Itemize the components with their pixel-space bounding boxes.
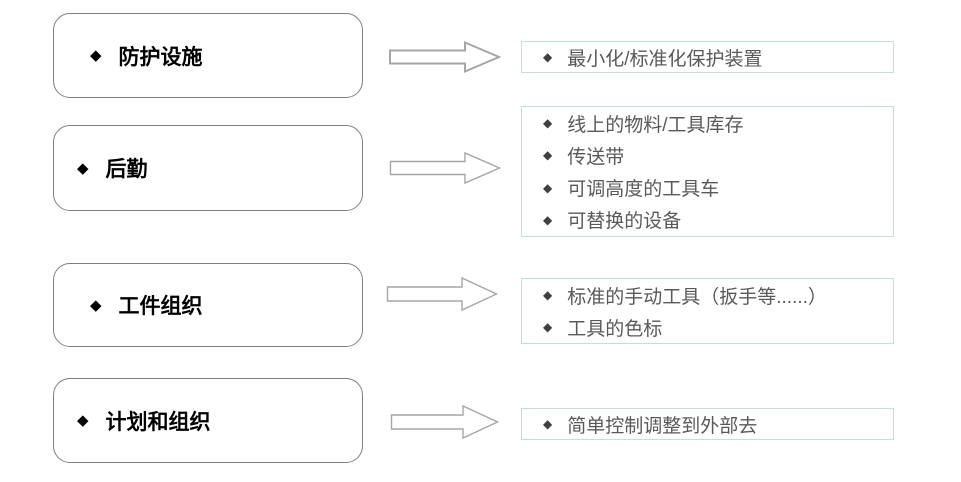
detail-item: ◆ 简单控制调整到外部去 (522, 409, 893, 439)
diamond-bullet-icon: ◆ (543, 288, 553, 302)
detail-item-text: 工具的色标 (567, 318, 663, 340)
detail-box-protection: ◆ 最小化/标准化保护装置 (521, 41, 894, 73)
diamond-bullet-icon: ◆ (543, 320, 553, 334)
detail-item-text: 标准的手动工具（扳手等......） (567, 286, 827, 308)
right-arrow-icon (390, 404, 500, 440)
category-label: 防护设施 (118, 45, 203, 69)
detail-item: ◆ 可替换的设备 (522, 204, 893, 236)
detail-item-text: 可调高度的工具车 (567, 179, 720, 201)
detail-item: ◆ 标准的手动工具（扳手等......） (522, 279, 893, 311)
diamond-bullet-icon: ◆ (543, 212, 553, 227)
detail-item: ◆ 线上的物料/工具库存 (522, 107, 893, 139)
diamond-bullet-icon: ◆ (543, 116, 553, 131)
detail-item-text: 传送带 (567, 146, 625, 168)
category-label: 后勤 (105, 158, 148, 181)
diamond-bullet-icon: ◆ (77, 159, 89, 177)
detail-item: ◆ 传送带 (522, 139, 893, 171)
diamond-bullet-icon: ◆ (543, 50, 553, 64)
detail-box-logistics: ◆ 线上的物料/工具库存 ◆ 传送带 ◆ 可调高度的工具车 ◆ 可替换的设备 (521, 106, 894, 237)
diamond-bullet-icon: ◆ (543, 148, 553, 163)
detail-box-planning: ◆ 简单控制调整到外部去 (521, 408, 894, 440)
detail-item-text: 最小化/标准化保护装置 (567, 48, 763, 70)
diamond-bullet-icon: ◆ (90, 47, 102, 64)
diamond-bullet-icon: ◆ (77, 412, 89, 429)
category-label: 计划和组织 (105, 410, 211, 434)
category-label: 工件组织 (118, 295, 203, 318)
detail-item-text: 可替换的设备 (567, 211, 682, 233)
category-box-workpiece: ◆ 工件组织 (53, 263, 363, 347)
detail-item: ◆ 工具的色标 (522, 311, 893, 343)
diamond-bullet-icon: ◆ (543, 180, 553, 195)
diamond-bullet-icon: ◆ (90, 296, 102, 314)
diamond-bullet-icon: ◆ (543, 417, 553, 431)
category-box-protection: ◆ 防护设施 (53, 13, 363, 98)
detail-item-text: 简单控制调整到外部去 (567, 415, 758, 437)
detail-item: ◆ 可调高度的工具车 (522, 172, 893, 204)
detail-item: ◆ 最小化/标准化保护装置 (522, 42, 893, 72)
category-box-logistics: ◆ 后勤 (53, 125, 363, 211)
right-arrow-icon (389, 40, 502, 74)
detail-box-workpiece: ◆ 标准的手动工具（扳手等......） ◆ 工具的色标 (521, 278, 894, 344)
category-box-planning: ◆ 计划和组织 (53, 378, 363, 463)
right-arrow-icon (389, 151, 502, 185)
right-arrow-icon (386, 276, 499, 312)
detail-item-text: 线上的物料/工具库存 (567, 114, 744, 136)
